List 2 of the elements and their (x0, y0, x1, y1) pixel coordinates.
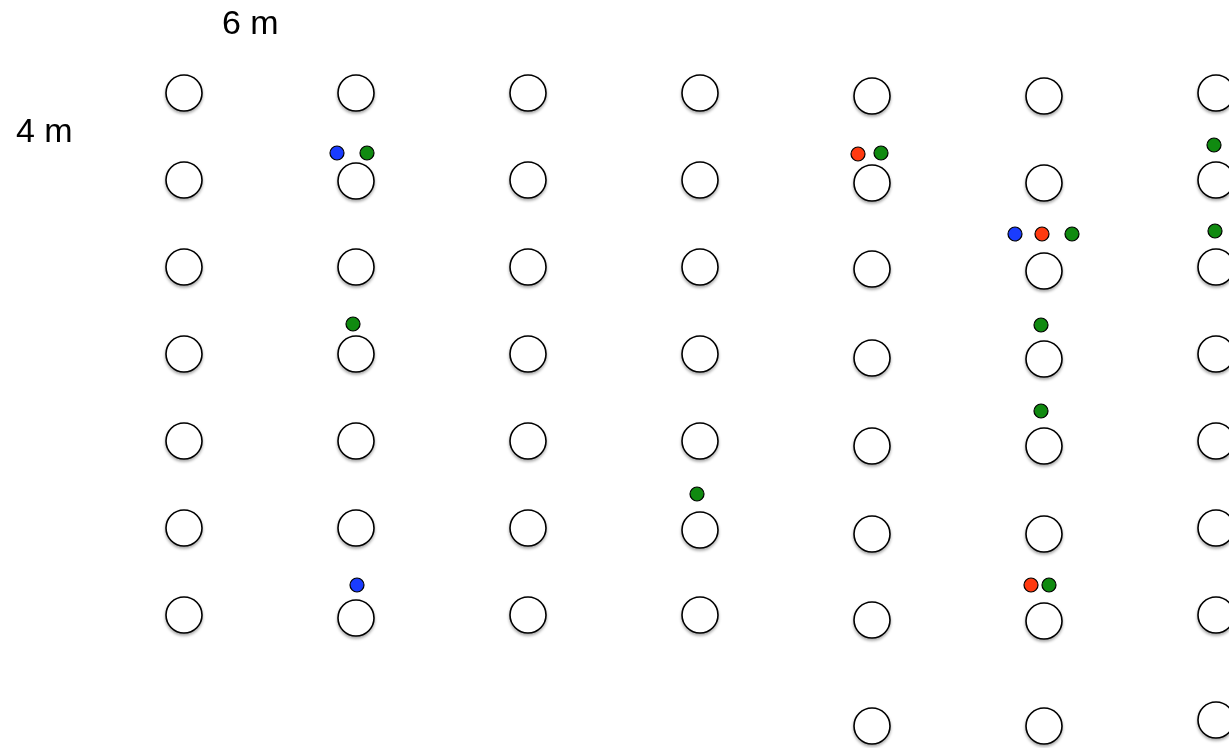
dimension-label: 6 m (222, 2, 279, 42)
dimension-label: 4 m (16, 110, 73, 150)
